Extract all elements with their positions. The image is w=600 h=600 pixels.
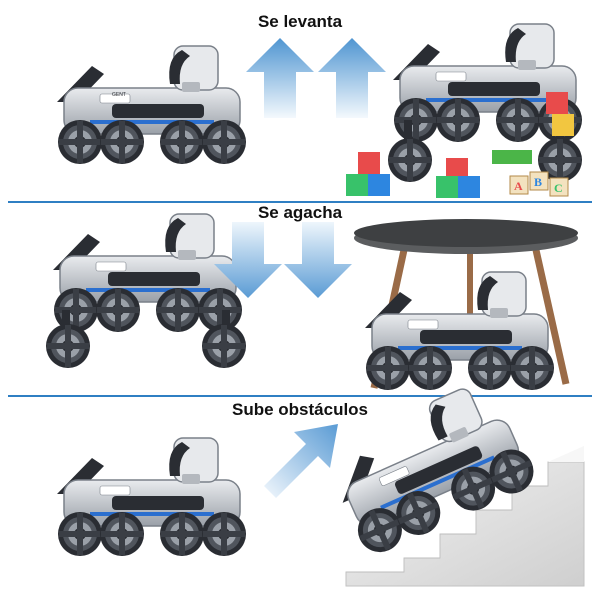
robot-raised-stance bbox=[388, 24, 582, 182]
block-letter: A bbox=[514, 179, 523, 193]
arrow-down-icon bbox=[214, 222, 352, 298]
toy-blocks-illustration bbox=[346, 92, 574, 198]
arrow-diagonal-icon bbox=[264, 424, 338, 498]
robot-badge: GENT bbox=[112, 92, 126, 98]
caption-crouch: Se agacha bbox=[257, 203, 343, 222]
robot-raised-stance bbox=[46, 214, 246, 368]
caption-lift: Se levanta bbox=[257, 12, 343, 31]
table-illustration bbox=[354, 219, 578, 389]
block-letter: C bbox=[554, 181, 563, 195]
robot-low-stance bbox=[57, 46, 246, 164]
section-divider bbox=[8, 395, 592, 397]
caption-climb: Sube obstáculos bbox=[231, 400, 369, 419]
block-letter: B bbox=[534, 175, 542, 189]
robot-low-stance bbox=[57, 438, 246, 556]
arrow-up-icon bbox=[246, 38, 386, 118]
section-divider bbox=[8, 201, 592, 203]
